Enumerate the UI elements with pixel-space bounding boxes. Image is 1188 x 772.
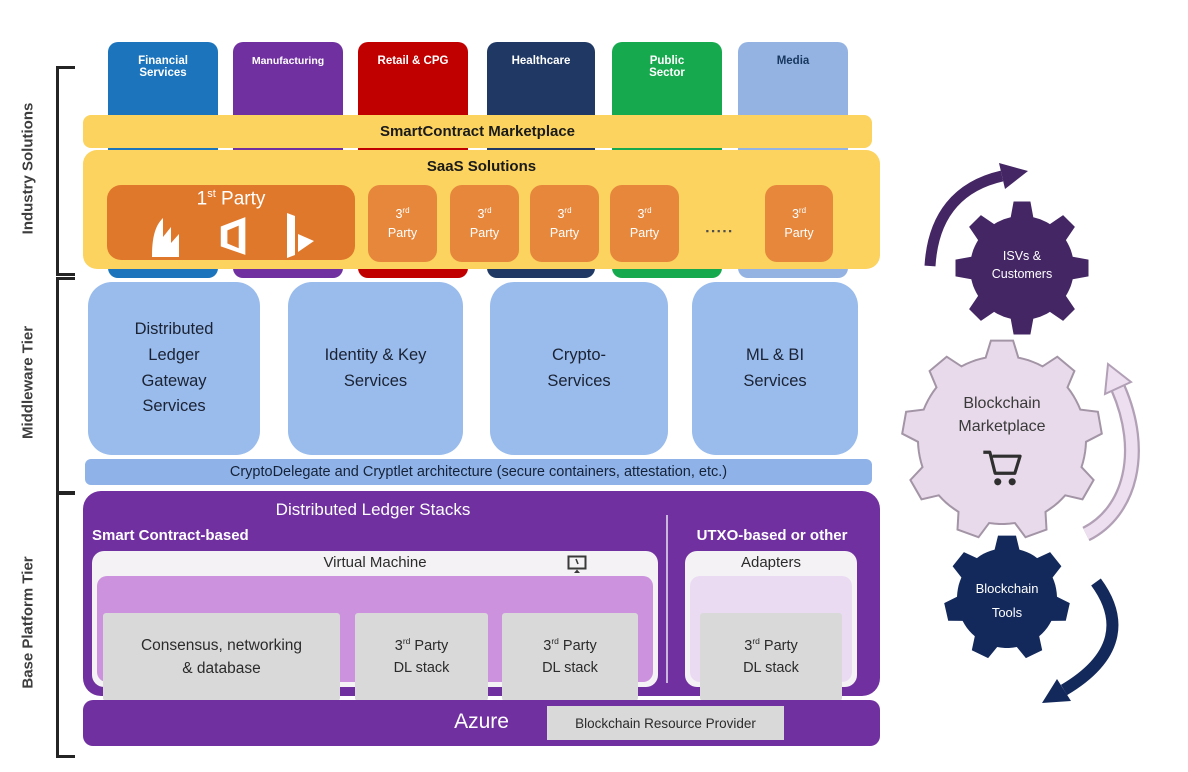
base-tier-bracket [56,492,75,758]
adapters-container: Adapters 3rd Party DL stack [685,551,857,701]
consensus-box: Consensus, networking & database [103,613,340,701]
adapters-inner-area: 3rd Party DL stack [690,576,852,701]
middleware-box-identity-key: Identity & Key Services [288,282,463,455]
cryptodelegate-label: CryptoDelegate and Cryptlet architecture… [229,464,728,480]
blockchain-resource-provider-box: Blockchain Resource Provider [547,706,784,740]
dl-stack-box: 3rd Party DL stack [700,613,842,701]
virtual-machine-label: Virtual Machine [323,554,427,571]
base-platform-tier-label: Base Platform Tier [19,556,37,689]
distributed-ledger-stacks-container: Distributed Ledger Stacks Smart Contract… [83,491,880,701]
ellipsis-dots: ▪▪▪▪▪ [705,226,735,236]
middleware-box-ml-bi: ML & BI Services [692,282,858,455]
third-party-box: 3rd Party [765,185,833,262]
gear-isvs-customers-label: ISVs &Customers [991,249,1053,282]
distributed-ledger-stacks-title: Distributed Ledger Stacks [275,500,471,519]
middleware-box-crypto: Crypto- Services [490,282,668,455]
adapters-label: Adapters [740,554,802,571]
dl-stack-box: 3rd Party DL stack [355,613,488,701]
cryptodelegate-band: CryptoDelegate and Cryptlet architecture… [85,459,872,485]
first-party-box: 1st Party [107,185,355,260]
third-party-box: 3rd Party [368,185,437,262]
middleware-tier-label: Middleware Tier [19,325,37,440]
third-party-box: 3rd Party [450,185,519,262]
third-party-box: 3rd Party [610,185,679,262]
smart-contract-based-label: Smart Contract-based [92,527,249,544]
utxo-based-label: UTXO-based or other [696,527,848,544]
monitor-icon [567,555,587,579]
industry-solutions-label: Industry Solutions [19,102,37,235]
dl-stack-box: 3rd Party DL stack [502,613,638,701]
dynamics-logo-icon [145,215,187,264]
azure-label: Azure [454,710,509,733]
shopping-cart-icon [979,447,1027,494]
vm-inner-area: Consensus, networking & database 3rd Par… [97,576,653,701]
industry-tier-bracket [56,66,75,276]
azure-band: Azure Blockchain Resource Provider [83,700,880,746]
first-party-logos [107,211,355,264]
bing-logo-icon [281,211,317,264]
middleware-box-dl-gateway: Distributed Ledger Gateway Services [88,282,260,455]
office-logo-icon [217,213,251,264]
first-party-label: 1st Party [196,188,266,210]
virtual-machine-container: Virtual Machine Consensus, networking & … [92,551,658,701]
third-party-box: 3rd Party [530,185,599,262]
middleware-tier-bracket [56,277,75,494]
smartcontract-marketplace-label: SmartContract Marketplace [379,123,576,140]
section-divider [666,515,668,683]
smartcontract-marketplace-band: SmartContract Marketplace [83,115,872,148]
saas-solutions-title: SaaS Solutions [426,158,537,175]
